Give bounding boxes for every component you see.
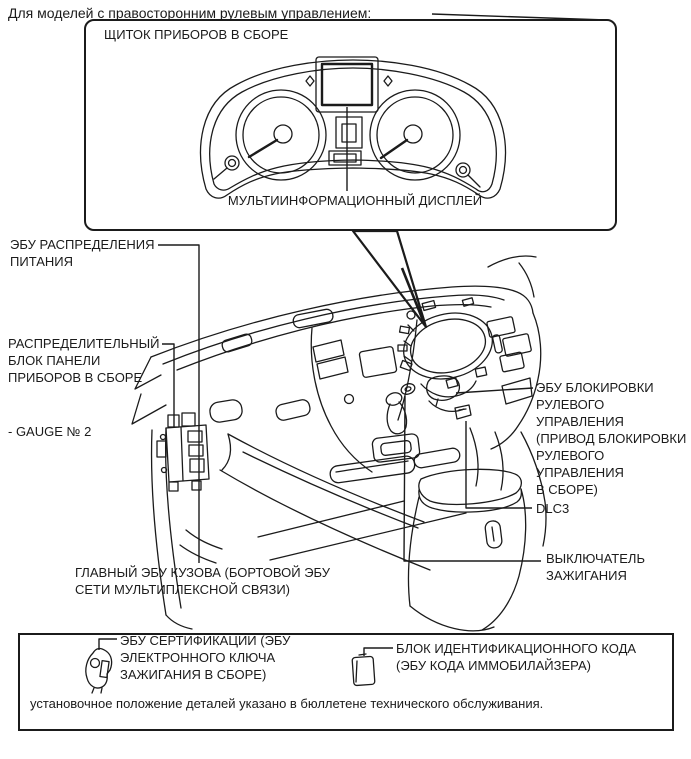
steering-lock-ecu-drawing [426, 375, 461, 407]
defroster-vent [292, 308, 334, 329]
label-ip-junction-block: РАСПРЕДЕЛИТЕЛЬНЫЙ БЛОК ПАНЕЛИ ПРИБОРОВ В… [8, 336, 160, 385]
cluster-box-label: ЩИТОК ПРИБОРОВ В СБОРЕ [104, 27, 289, 42]
right-door-edge [520, 431, 547, 547]
left-door-edge [150, 429, 167, 616]
leader-power-distribution-ecu [158, 244, 200, 563]
cluster-bezel-drawing [397, 297, 493, 380]
label-steering-lock-ecu: ЭБУ БЛОКИРОВКИ РУЛЕВОГО УПРАВЛЕНИЯ (ПРИВ… [536, 380, 687, 497]
leader-id-code-box [363, 647, 393, 656]
note-text: установочное положение деталей указано в… [30, 696, 544, 711]
leader-title-to-box [431, 13, 607, 21]
left-gauge [235, 89, 327, 181]
right-indicator-icon [383, 75, 393, 87]
defroster-vent [221, 333, 253, 353]
id-code-box-icon [351, 647, 393, 687]
legend-certification-ecu-label: ЭБУ СЕРТИФИКАЦИИ (ЭБУ ЭЛЕКТРОННОГО КЛЮЧА… [120, 633, 291, 682]
leader-ip-junction-block [162, 343, 175, 427]
left-indicator-icon [305, 75, 315, 87]
left-gauge-needle [247, 138, 279, 159]
label-gauge-no2: - GAUGE № 2 [8, 424, 92, 439]
multi-info-display-label: МУЛЬТИИНФОРМАЦИОННЫЙ ДИСПЛЕЙ [227, 193, 483, 208]
right-pillar [487, 255, 537, 268]
dashboard-drawing [131, 255, 547, 632]
multi-info-display [320, 62, 374, 107]
cluster-callout-box [84, 19, 617, 231]
label-power-distribution-ecu: ЭБУ РАСПРЕДЕЛЕНИЯ ПИТАНИЯ [10, 237, 155, 269]
leader-certification-ecu [98, 638, 117, 650]
leader-dlc3 [465, 421, 532, 509]
legend-id-code-box-label: БЛОК ИДЕНТИФИКАЦИОННОГО КОДА (ЭБУ КОДА И… [396, 641, 637, 673]
page-title: Для моделей с правосторонним рулевым упр… [8, 5, 372, 21]
instrument-cluster-drawing [200, 56, 506, 199]
certification-ecu-icon [85, 638, 117, 694]
right-gauge [369, 89, 461, 181]
right-gauge-needle [379, 138, 409, 160]
dash-right-end [490, 312, 542, 450]
glove-box [227, 433, 425, 523]
center-console-drawing [257, 447, 527, 632]
legend-box [18, 633, 674, 731]
side-vent [275, 399, 311, 421]
label-ignition-switch: ВЫКЛЮЧАТЕЛЬ ЗАЖИГАНИЯ [546, 551, 645, 583]
label-dlc3: DLC3 [536, 501, 570, 516]
callout-arrow-icon [351, 229, 428, 329]
label-main-body-ecu: ГЛАВНЫЙ ЭБУ КУЗОВА (БОРТОВОЙ ЭБУ СЕТИ МУ… [75, 565, 331, 597]
leader-ignition-switch [403, 395, 541, 562]
dlc3-connector-drawing [454, 404, 472, 420]
ignition-key-cylinder-drawing [400, 383, 416, 395]
leader-steering-lock-ecu [455, 387, 534, 394]
armrest [418, 468, 523, 506]
